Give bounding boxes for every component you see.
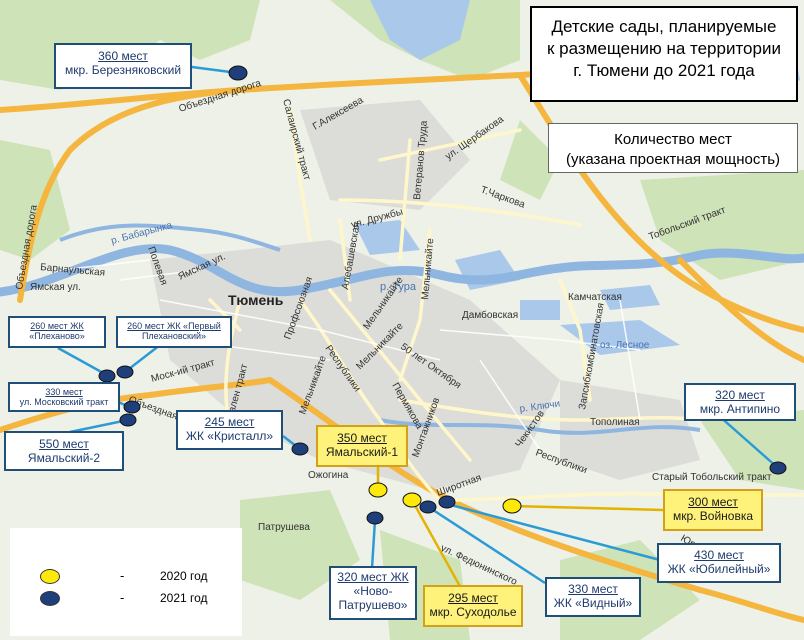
callout-cap: 320 мест ЖК [337,570,409,584]
callout-sub: Ямальский-1 [325,444,399,459]
callout-cap: 350 мест [337,431,387,445]
callout-moskovsky-trakt[interactable]: 330 мест ул. Московский тракт [8,382,120,412]
callout-cap: 550 мест [39,437,89,451]
marker-voynovka[interactable] [502,498,522,514]
callout-cap: 330 мест [568,582,618,596]
count-note-line-2: (указана проектная мощность) [565,150,781,168]
callout-sub: Плехановский» [141,331,207,342]
label-tura: р. Тура [380,281,417,293]
marker-plekhanovo[interactable] [98,369,116,383]
callout-yubileyny[interactable]: 430 мест ЖК «Юбилейный» [657,543,781,583]
marker-pervy-plekhanovsky[interactable] [116,365,134,379]
callout-cap: 260 мест ЖК [30,321,84,331]
callout-yamalsky-2[interactable]: 550 мест Ямальский-2 [4,431,124,471]
legend-dot-2020 [40,569,60,585]
label-staryi-tobolsky: Старый Тобольский тракт [652,471,772,483]
callout-vidny[interactable]: 330 мест ЖК «Видный» [545,577,641,617]
callout-sub: ЖК «Видный» [553,595,633,610]
label-city: Тюмень [228,292,284,308]
callout-antipino[interactable]: 320 мест мкр. Антипино [684,383,796,421]
count-note-line-1: Количество мест [614,131,732,148]
marker-antipino[interactable] [769,461,787,475]
callout-sub: мкр. Березняковский [64,62,182,77]
callout-sub: «Плеханово» [29,331,85,342]
legend-item-2021 [40,590,60,607]
callout-cap: 260 мест ЖК «Первый [127,321,221,331]
callout-cap: 245 мест [204,415,255,429]
legend-item-2020 [40,568,60,585]
callout-sub: «Ново- [353,583,393,598]
marker-sukhodolye[interactable] [402,492,422,508]
callout-sub: Ямальский-2 [27,450,101,465]
callout-sub: ЖК «Юбилейный» [667,561,771,576]
marker-yamalsky-1[interactable] [368,482,388,498]
label-yamskaya-1: Ямская ул. [30,282,81,293]
legend: - 2020 год - 2021 год [10,528,242,636]
callout-sukhodolye[interactable]: 295 мест мкр. Суходолье [423,585,523,627]
callout-voynovka[interactable]: 300 мест мкр. Войновка [663,489,763,531]
marker-vidny[interactable] [419,500,437,514]
legend-dash-2021: - [120,590,125,605]
callout-cap: 295 мест [448,591,498,605]
label-lesnoe: оз. Лесное [600,340,650,351]
marker-bereznyakovsky[interactable] [228,65,248,81]
callout-sub: мкр. Суходолье [429,604,517,619]
label-topolinaya: Тополиная [590,417,640,428]
callout-plekhanovo[interactable]: 260 мест ЖК «Плеханово» [8,316,106,348]
label-damboskaya: Дамбовская [462,309,518,321]
count-note: Количество мест (указана проектная мощно… [548,123,798,173]
callout-cap: 300 мест [688,495,738,509]
marker-kristall[interactable] [291,442,309,456]
callout-yamalsky-1[interactable]: 350 мест Ямальский-1 [316,425,408,467]
marker-yubileyny[interactable] [438,495,456,509]
legend-dash-2020: - [120,568,125,583]
callout-sub: мкр. Антипино [699,401,781,416]
callout-cap: 320 мест [715,388,765,402]
label-patrusheva: Патрушева [258,522,310,533]
title-line-3: г. Тюмени до 2021 года [573,61,755,81]
label-ozhogina: Ожогина [308,470,349,481]
callout-sub-2: Патрушево» [338,597,408,612]
callout-sub: ЖК «Кристалл» [185,428,274,443]
legend-label-2020: 2020 год [160,569,208,583]
label-melnikayte-1: Мельникайте [420,238,436,301]
map-title: Детские сады, планируемые к размещению н… [530,6,798,102]
title-line-1: Детские сады, планируемые [551,17,777,36]
title-line-2: к размещению на территории [547,39,781,59]
label-kamchatskaya: Камчатская [568,292,622,303]
callout-pervy-plekhanovsky[interactable]: 260 мест ЖК «Первый Плехановский» [116,316,232,348]
callout-cap: 360 мест [98,49,148,63]
legend-label-2021: 2021 год [160,591,208,605]
marker-yamalsky-2[interactable] [119,413,137,427]
callout-bereznyakovsky[interactable]: 360 мест мкр. Березняковский [54,43,192,89]
callout-kristall[interactable]: 245 мест ЖК «Кристалл» [176,410,283,450]
callout-sub: мкр. Войновка [672,508,754,523]
marker-moskovsky-trakt[interactable] [123,400,141,414]
legend-dot-2021 [40,591,60,607]
marker-novo-patrushevo[interactable] [366,511,384,525]
callout-cap: 330 мест [45,387,83,397]
callout-cap: 430 мест [694,548,744,562]
callout-novo-patrushevo[interactable]: 320 мест ЖК «Ново- Патрушево» [329,566,417,620]
callout-sub: ул. Московский тракт [19,397,109,408]
